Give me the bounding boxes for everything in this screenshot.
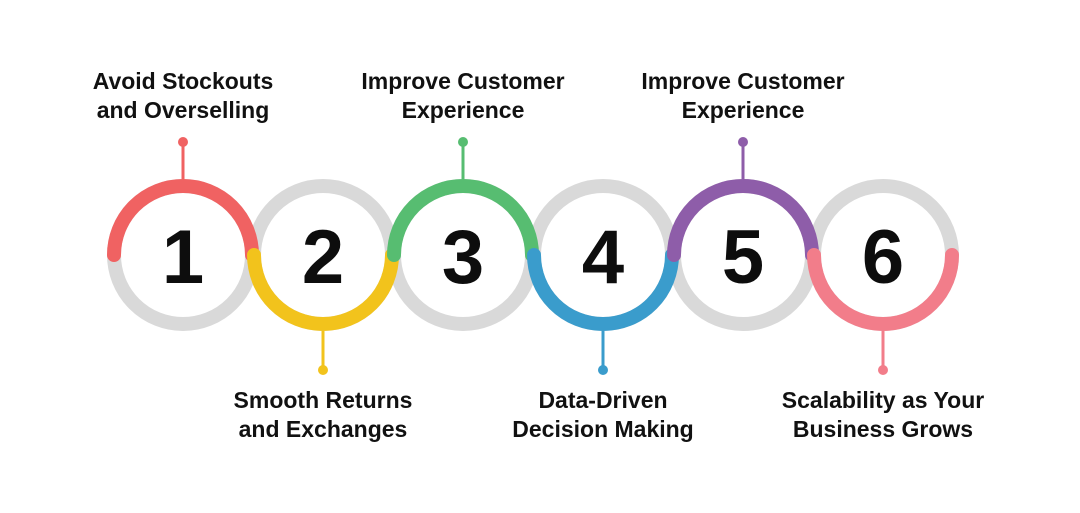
step-2-dot	[318, 365, 328, 375]
step-2-arc	[247, 248, 399, 331]
step-1-number: 1	[162, 215, 204, 300]
step-5-arc	[667, 179, 819, 262]
step-4-dot	[598, 365, 608, 375]
step-6-dot	[878, 365, 888, 375]
step-5-number: 5	[722, 215, 764, 300]
step-6-number: 6	[862, 215, 904, 300]
step-5-dot	[738, 137, 748, 147]
step-4-number: 4	[582, 215, 624, 300]
step-6-arc	[807, 248, 959, 331]
step-3-arc	[387, 179, 539, 262]
step-3-number: 3	[442, 215, 484, 300]
step-1-arc	[107, 179, 259, 262]
step-2-number: 2	[302, 215, 344, 300]
step-3-dot	[458, 137, 468, 147]
step-1-dot	[178, 137, 188, 147]
step-4-arc	[527, 248, 679, 331]
